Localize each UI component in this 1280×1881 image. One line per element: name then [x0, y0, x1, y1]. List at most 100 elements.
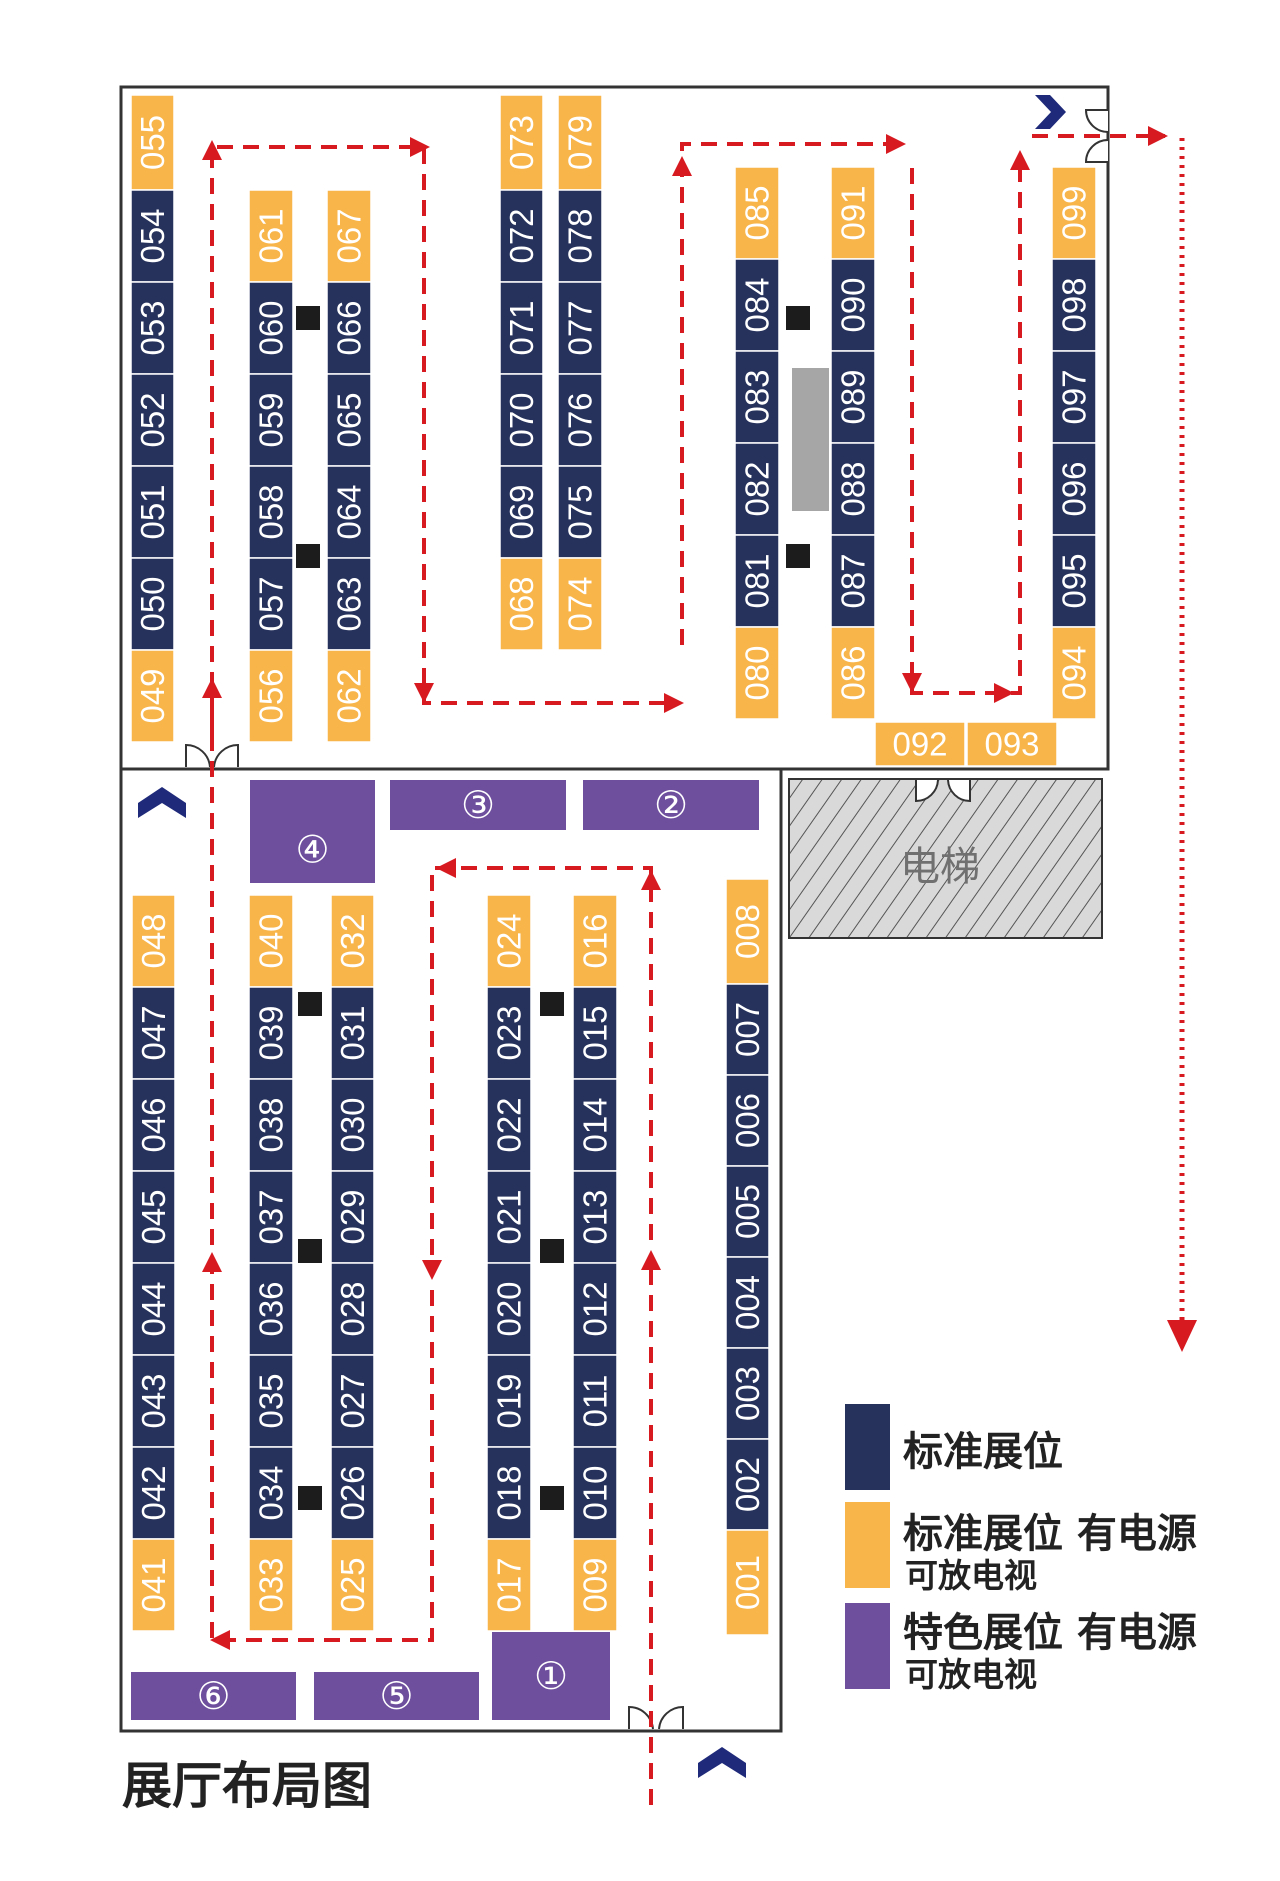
booth-box	[499, 281, 544, 375]
pillar	[540, 1486, 564, 1510]
pillars	[296, 306, 810, 1510]
booth-box	[248, 1354, 294, 1448]
booth-number: 074	[562, 576, 599, 631]
door-elevator	[915, 779, 971, 803]
booth-box	[326, 281, 372, 375]
special-booth-number: ④	[295, 828, 329, 872]
booth-number: 022	[491, 1097, 528, 1152]
booth-number: 057	[253, 576, 290, 631]
booth-number: 096	[1056, 461, 1093, 516]
booth-002: 002	[725, 1438, 770, 1531]
booth-029: 029	[330, 1170, 375, 1264]
booth-018: 018	[486, 1446, 532, 1540]
booth-number: 023	[491, 1005, 528, 1060]
booth-036: 036	[248, 1262, 294, 1356]
booth-box	[131, 1078, 176, 1172]
booth-091: 091	[830, 166, 876, 260]
booth-080: 080	[734, 626, 780, 720]
booth-box	[330, 1262, 375, 1356]
booth-092: 092	[874, 721, 966, 767]
booth-box	[248, 1262, 294, 1356]
booth-number: 021	[491, 1189, 528, 1244]
booth-number: 068	[503, 576, 540, 631]
door-right-exit	[1084, 109, 1109, 163]
route-segment	[430, 866, 653, 1275]
elevator-area	[788, 778, 1103, 939]
booth-box	[130, 557, 175, 651]
booth-number: 040	[253, 913, 290, 968]
booth-070: 070	[499, 373, 544, 467]
booth-014: 014	[572, 1078, 618, 1172]
booth-box	[725, 1165, 770, 1258]
booth-number: 099	[1056, 185, 1093, 240]
booth-number: 090	[835, 277, 872, 332]
booth-094: 094	[1051, 626, 1097, 720]
booth-number: 048	[135, 913, 172, 968]
booth-box	[326, 649, 372, 743]
booth-box	[572, 986, 618, 1080]
legend-swatch-powered	[845, 1502, 890, 1588]
booth-number: 015	[577, 1005, 614, 1060]
legend-label-special: 特色展位 有电源	[903, 1610, 1197, 1656]
booth-box	[725, 983, 770, 1076]
booth-number: 001	[729, 1555, 766, 1610]
booth-015: 015	[572, 986, 618, 1080]
booth-086: 086	[830, 626, 876, 720]
booth-box	[131, 894, 176, 988]
booth-number: 042	[135, 1465, 172, 1520]
booth-box	[725, 1347, 770, 1440]
booth-box	[830, 626, 876, 720]
page-title: 展厅布局图	[122, 1757, 372, 1815]
booth-035: 035	[248, 1354, 294, 1448]
booth-box	[130, 373, 175, 467]
booth-box	[874, 721, 966, 767]
booth-box	[486, 1078, 532, 1172]
arrow-down-icon	[902, 673, 922, 693]
special-booth-box	[583, 780, 759, 830]
booth-number: 033	[253, 1557, 290, 1612]
elevator: 电梯	[788, 778, 1103, 939]
booth-box	[1051, 258, 1097, 352]
booth-033: 033	[248, 1538, 294, 1632]
booth-050: 050	[130, 557, 175, 651]
booth-number: 003	[729, 1366, 766, 1421]
booth-number: 064	[331, 484, 368, 539]
legend-item-standard: 标准展位	[845, 1404, 1063, 1490]
booth-006: 006	[725, 1074, 770, 1167]
booth-number: 010	[577, 1465, 614, 1520]
booth-number: 041	[135, 1557, 172, 1612]
booth-box	[572, 1538, 618, 1632]
booth-box	[572, 1446, 618, 1540]
booth-number: 095	[1056, 553, 1093, 608]
booth-number: 054	[134, 208, 171, 263]
booth-number: 091	[835, 185, 872, 240]
booth-045: 045	[131, 1170, 176, 1264]
doors	[185, 109, 1109, 1730]
special-booth-box	[131, 1672, 296, 1720]
arrow-up-icon	[202, 678, 222, 698]
booth-box	[326, 465, 372, 559]
booth-box	[572, 1354, 618, 1448]
pillar	[786, 306, 810, 330]
booth-078: 078	[557, 189, 603, 283]
booth-059: 059	[248, 373, 294, 467]
route-segment	[210, 145, 680, 740]
booth-box	[725, 1438, 770, 1531]
legend-label-standard: 标准展位	[903, 1429, 1063, 1475]
booth-031: 031	[330, 986, 375, 1080]
booth-box	[248, 1078, 294, 1172]
booth-054: 054	[130, 189, 175, 283]
booth-019: 019	[486, 1354, 532, 1448]
booth-038: 038	[248, 1078, 294, 1172]
booth-box	[486, 1538, 532, 1632]
elevator-label: 电梯	[900, 844, 980, 890]
booth-039: 039	[248, 986, 294, 1080]
booth-number: 024	[491, 913, 528, 968]
booth-number: 073	[503, 115, 540, 170]
booth-043: 043	[131, 1354, 176, 1448]
arrow-down-icon	[414, 683, 434, 703]
booth-number: 063	[331, 576, 368, 631]
booth-number: 061	[253, 208, 290, 263]
legend-label-powered: 标准展位 有电源	[903, 1511, 1197, 1557]
special-booth-number: ②	[654, 783, 688, 827]
